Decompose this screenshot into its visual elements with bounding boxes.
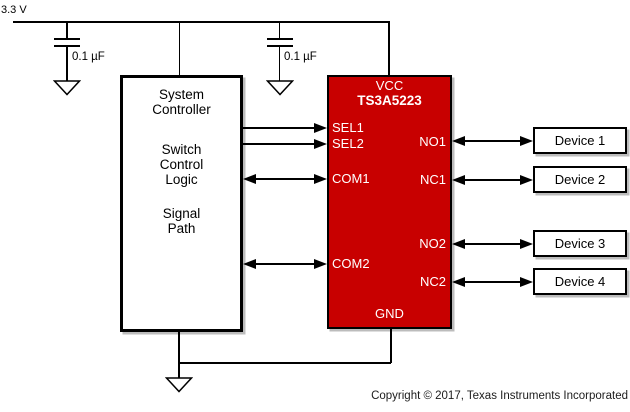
supply-voltage-label: 3.3 V	[1, 4, 27, 16]
controller-text-block: Switch Control Logic	[123, 142, 240, 187]
controller-text-block: System Controller	[123, 87, 240, 117]
cap2-plate-bottom	[266, 45, 293, 47]
no1-left-arrowhead-icon	[452, 136, 465, 146]
nc2-left-arrowhead-icon	[452, 277, 465, 287]
pin-label-com1: COM1	[332, 171, 370, 186]
cap1-plate-top	[54, 38, 80, 40]
system-controller-box: System Controller Switch Control Logic S…	[120, 75, 243, 332]
pin-label-no1: NO1	[419, 134, 446, 149]
controller-line: Signal	[162, 206, 201, 221]
com1-left-arrowhead-icon	[243, 174, 256, 184]
cap2-top-wire	[278, 21, 281, 38]
pin-label-nc1: NC1	[419, 172, 446, 187]
device-4-label: Device 4	[554, 274, 606, 289]
controller-line: System	[158, 87, 204, 102]
cap1-value-label: 0.1 µF	[72, 51, 105, 63]
sel2-arrowhead-icon	[314, 139, 327, 149]
nc1-right-arrowhead-icon	[520, 175, 533, 185]
no1-device1-wire	[465, 140, 520, 142]
device-2-box: Device 2	[533, 166, 627, 193]
nc1-device2-wire	[465, 179, 520, 181]
ic-part-number: TS3A5223	[357, 93, 422, 108]
nc2-device4-wire	[465, 281, 520, 283]
controller-line: Path	[167, 221, 196, 236]
com2-wire	[256, 263, 315, 265]
device-3-box: Device 3	[533, 230, 627, 257]
pin-label-sel2: SEL2	[332, 136, 364, 151]
ic-vcc-wire	[388, 21, 390, 75]
no2-device3-wire	[465, 243, 520, 245]
cap2-bottom-wire	[278, 47, 281, 81]
no2-right-arrowhead-icon	[520, 239, 533, 249]
controller-text-block: Signal Path	[123, 206, 240, 236]
cap1-top-wire	[66, 21, 68, 38]
cap1-bottom-wire	[66, 47, 68, 81]
copyright-text: Copyright © 2017, Texas Instruments Inco…	[371, 390, 628, 402]
cap2-plate-top	[266, 38, 293, 40]
device-2-label: Device 2	[554, 172, 606, 187]
controller-line: Control	[159, 157, 204, 172]
controller-line: Logic	[165, 172, 198, 187]
pin-label-vcc: VCC	[375, 78, 404, 93]
device-3-label: Device 3	[554, 236, 606, 251]
device-1-label: Device 1	[554, 133, 606, 148]
controller-gnd-wire	[178, 332, 180, 378]
ic-gnd-wire	[390, 329, 392, 363]
power-rail-wire	[13, 21, 390, 23]
pin-label-com2: COM2	[332, 256, 370, 271]
sel2-wire	[243, 143, 315, 145]
gnd-bus-wire	[178, 362, 392, 364]
sel1-wire	[243, 127, 315, 129]
ground-symbol-main	[165, 377, 193, 393]
sel1-arrowhead-icon	[314, 123, 327, 133]
no1-right-arrowhead-icon	[520, 136, 533, 146]
nc1-left-arrowhead-icon	[452, 175, 465, 185]
com1-wire	[256, 178, 315, 180]
pin-label-gnd: GND	[375, 306, 404, 321]
device-1-box: Device 1	[533, 127, 627, 154]
pin-label-nc2: NC2	[419, 274, 446, 289]
controller-line: Controller	[152, 102, 211, 117]
controller-vcc-wire	[178, 21, 181, 75]
cap1-plate-bottom	[54, 45, 80, 47]
pin-label-no2: NO2	[419, 236, 446, 251]
nc2-right-arrowhead-icon	[520, 277, 533, 287]
com1-right-arrowhead-icon	[314, 174, 327, 184]
ground-symbol-cap2	[265, 80, 294, 96]
no2-left-arrowhead-icon	[452, 239, 465, 249]
pin-label-sel1: SEL1	[332, 120, 364, 135]
ground-symbol-cap1	[53, 80, 81, 96]
device-4-box: Device 4	[533, 268, 627, 295]
controller-line: Switch	[161, 142, 202, 157]
switch-ic-box: VCC TS3A5223 SEL1 SEL2 COM1 COM2 NO1 NC1…	[327, 75, 452, 329]
com2-right-arrowhead-icon	[314, 259, 327, 269]
cap2-value-label: 0.1 µF	[284, 51, 317, 63]
com2-left-arrowhead-icon	[243, 259, 256, 269]
